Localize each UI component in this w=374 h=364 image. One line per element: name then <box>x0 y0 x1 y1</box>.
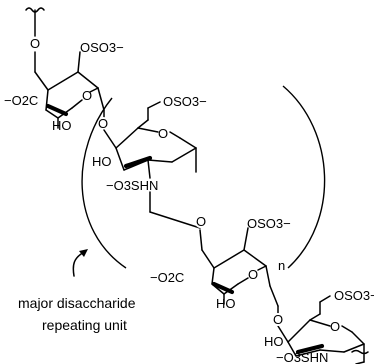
caption-line-2: repeating unit <box>42 317 127 333</box>
unit3-hydroxyl-label: HO <box>216 296 236 311</box>
unit4-glucosamine-residue: OSO3− O O HO −O3SHN <box>264 288 374 364</box>
unit3-c1-down-bond <box>265 265 271 287</box>
unit1-iduronate-residue: O OSO3− −O2C O HO O <box>4 7 124 133</box>
unit3-c4-c5-bond <box>201 249 215 269</box>
unit2-c1-link-bond <box>171 147 197 163</box>
unit1-c1-bond <box>97 87 105 111</box>
unit4-hydroxyl-label: HO <box>264 334 284 349</box>
unit2-bold-front-bond <box>123 155 153 169</box>
unit4-c2-c1-bond <box>319 349 345 353</box>
unit2-c5-ring-o-bond <box>137 127 159 133</box>
unit3-c2-oso3-bond <box>243 227 249 251</box>
unit3-ring-o-left-bond <box>237 277 249 285</box>
unit3-c4-bond <box>199 229 203 251</box>
unit1-oso3-label: OSO3− <box>80 40 124 55</box>
unit3-oso3-label: OSO3− <box>247 216 291 231</box>
unit2-oso3-label: OSO3− <box>163 94 207 109</box>
unit2-glyco-link-bond <box>149 211 201 229</box>
unit4-c5-ring-o-bond <box>309 319 331 327</box>
unit3-ring-o-right-bond <box>257 265 267 271</box>
unit3-carboxylate-label: −O2C <box>150 270 184 285</box>
repeat-left-parenthesis <box>81 97 127 269</box>
unit3-ring-o-label: O <box>248 267 258 282</box>
unit3-glyco-bond <box>269 285 279 307</box>
unit4-c4-bond <box>277 325 289 343</box>
unit3-c3-c2-bond <box>223 283 239 295</box>
repeat-subscript-n: n <box>278 258 285 273</box>
unit2-glucosamine-residue: OSO3− O HO −O3SHN O <box>92 94 208 231</box>
unit1-c2-c3-bond <box>47 71 79 91</box>
unit2-glyco-o-label: O <box>196 214 206 229</box>
caption-line-1: major disaccharide <box>18 295 136 311</box>
unit2-c5-c6-bond <box>137 119 149 129</box>
unit2-ring-o-label: O <box>158 126 168 141</box>
unit4-c4-c5-bond <box>287 319 311 343</box>
unit4-c1-ext-bond <box>351 331 365 345</box>
unit4-oso3-label: OSO3− <box>334 288 374 303</box>
unit1-ring-o-label: O <box>82 88 92 103</box>
unit2-c2-c1-bond <box>147 159 173 163</box>
unit3-c2-c3-bond <box>213 249 245 269</box>
unit1-c4-c5-bond <box>34 71 49 91</box>
unit2-ring-o-c1-bond <box>169 131 181 139</box>
unit4-ring-o-label: O <box>330 319 340 334</box>
unit1-c2-oso3-bond <box>77 51 81 73</box>
unit2-c2-n-bond <box>147 159 151 179</box>
unit2-c1-ext-bond <box>179 137 197 149</box>
unit4-c1-link-bond <box>343 343 365 353</box>
unit1-ring-o-right-bond <box>89 87 99 93</box>
unit2-sulfamate-label: −O3SHN <box>106 178 158 193</box>
repeat-right-parenthesis <box>282 85 326 269</box>
unit2-c6-o-bond <box>147 101 161 109</box>
unit3-c1-c2-bond <box>243 249 267 267</box>
unit4-c3-bond <box>287 341 297 357</box>
unit1-c1-c2-bond <box>77 71 99 89</box>
unit4-c6-o-bond <box>319 295 331 303</box>
unit1-ring-o-left-bond <box>71 99 83 109</box>
bottom-wavy-bond-icon <box>351 349 369 355</box>
unit1-o1-label: O <box>98 116 108 131</box>
unit4-sulfamate-label: −O3SHN <box>276 350 328 364</box>
unit4-bold-front-bond <box>295 343 325 355</box>
caption-arrow-head-icon <box>79 249 88 257</box>
unit1-hydroxyl-label: HO <box>52 118 72 133</box>
unit1-bold-front-bond <box>45 103 69 117</box>
unit2-c3-bond <box>115 147 125 171</box>
unit2-hydroxyl-label: HO <box>92 154 112 169</box>
unit4-c5-c6-bond <box>309 313 321 321</box>
unit4-ring-o-c1-bond <box>341 325 353 333</box>
unit4-c3-c2-bond <box>295 349 321 357</box>
unit1-carboxylate-label: −O2C <box>4 93 38 108</box>
unit2-c4-c5-bond <box>115 127 139 149</box>
unit3-iduronate-residue: OSO3− −O2C O HO <box>150 216 291 311</box>
unit1-o4-label: O <box>30 36 40 51</box>
unit3-c5-down-bond <box>211 267 215 285</box>
caption-arrow-shaft <box>72 251 85 277</box>
unit4-o4-label: O <box>273 312 283 327</box>
unit1-c5-c3-bond <box>45 109 59 119</box>
unit2-c4-o-bond <box>103 129 117 149</box>
